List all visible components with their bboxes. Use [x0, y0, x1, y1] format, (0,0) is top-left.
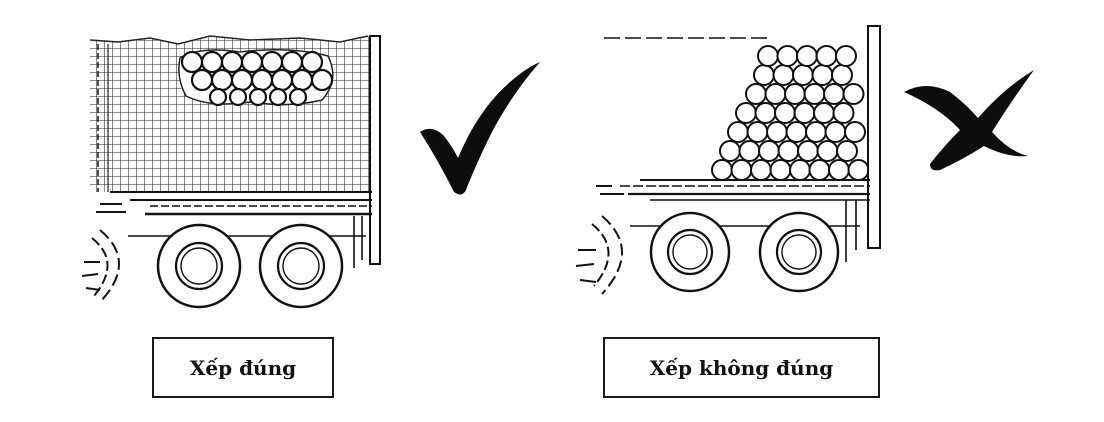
log — [210, 68, 234, 92]
log — [842, 83, 865, 105]
log-stack-visible — [178, 49, 334, 107]
log — [190, 68, 214, 92]
log — [797, 140, 819, 162]
log — [805, 121, 827, 143]
wheel-front — [649, 211, 731, 293]
log — [738, 140, 761, 162]
log — [815, 45, 838, 67]
checkmark-icon — [420, 62, 540, 195]
log — [180, 50, 204, 74]
log — [208, 87, 228, 107]
log — [766, 121, 788, 143]
log — [753, 64, 775, 86]
wheel-rear — [758, 211, 840, 293]
log — [836, 140, 858, 162]
log — [727, 121, 749, 143]
log — [785, 121, 808, 143]
cross-icon — [904, 70, 1034, 171]
log — [288, 87, 308, 107]
log — [754, 102, 777, 124]
log — [813, 102, 835, 124]
truck-headboard — [369, 35, 381, 265]
log — [828, 159, 850, 181]
log-stack-unsecured — [711, 45, 870, 181]
log — [310, 68, 334, 92]
log — [764, 83, 787, 105]
log — [774, 102, 796, 124]
log — [220, 50, 244, 74]
log — [270, 68, 294, 92]
log — [772, 64, 795, 86]
log — [240, 50, 264, 74]
log — [735, 102, 757, 124]
log — [757, 45, 779, 67]
log — [808, 159, 831, 181]
caption-wrong: Xếp không đúng — [603, 337, 880, 398]
log — [300, 50, 324, 74]
truck-headboard — [867, 25, 881, 249]
log — [290, 68, 314, 92]
log — [260, 50, 284, 74]
log — [769, 159, 792, 181]
log — [811, 64, 834, 86]
log — [228, 87, 248, 107]
log — [758, 140, 780, 162]
log — [250, 68, 274, 92]
log — [777, 140, 800, 162]
truck-correct — [81, 35, 381, 309]
log — [793, 102, 816, 124]
log — [776, 45, 799, 67]
log — [711, 159, 733, 181]
log — [280, 50, 304, 74]
log — [268, 87, 288, 107]
log — [816, 140, 839, 162]
log — [200, 50, 224, 74]
caption-wrong-text: Xếp không đúng — [649, 355, 834, 380]
wheel-rear — [258, 223, 344, 309]
log — [719, 140, 741, 162]
log — [796, 45, 818, 67]
wheel-front — [156, 223, 242, 309]
log — [230, 68, 254, 92]
log — [730, 159, 753, 181]
rear-motion-arcs — [575, 215, 623, 295]
log — [844, 121, 866, 143]
log — [847, 159, 870, 181]
log — [824, 121, 847, 143]
log — [784, 83, 806, 105]
caption-correct-text: Xếp đúng — [189, 355, 297, 380]
log — [832, 102, 855, 124]
log — [835, 45, 857, 67]
rear-motion-arcs — [81, 229, 120, 303]
log — [248, 87, 268, 107]
log — [746, 121, 769, 143]
log — [750, 159, 772, 181]
caption-correct: Xếp đúng — [152, 337, 334, 398]
log — [792, 64, 814, 86]
truck-wrong — [575, 25, 881, 295]
log — [789, 159, 811, 181]
log — [745, 83, 767, 105]
log — [831, 64, 853, 86]
log — [803, 83, 826, 105]
log — [823, 83, 845, 105]
